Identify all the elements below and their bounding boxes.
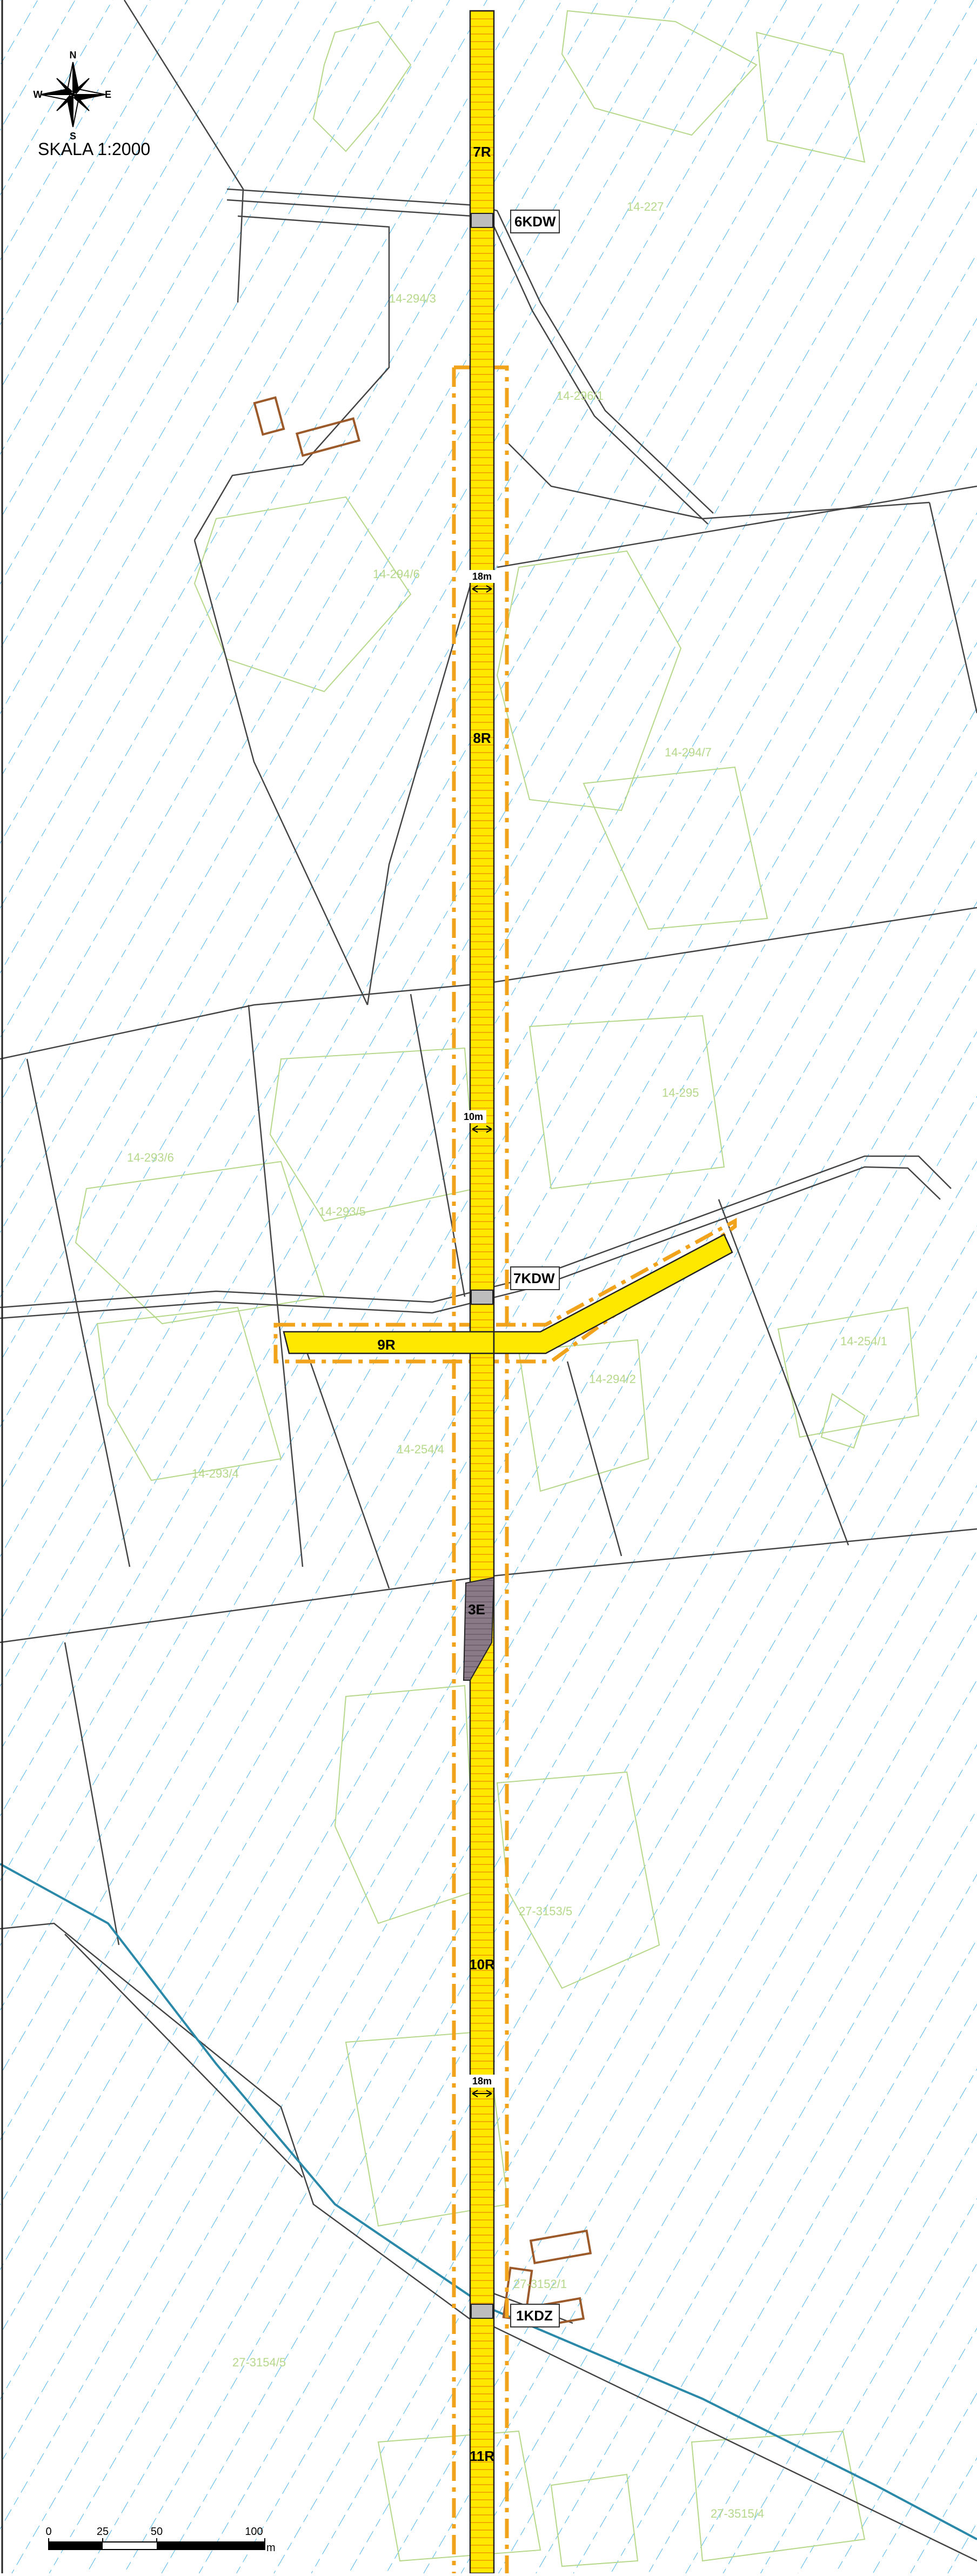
compass-rose: N S E W — [34, 50, 112, 142]
compass-e: E — [105, 89, 111, 100]
scalebar-tick: 25 — [97, 2526, 109, 2538]
dimension-18m-top: 18m — [472, 571, 492, 582]
compass-n: N — [70, 50, 77, 61]
parcel-number: 27-3154/5 — [232, 2356, 286, 2369]
parcel-numbers: 14-227 14-294/3 14-296/1 14-294/6 14-294… — [127, 200, 887, 2520]
parcel-boundaries-green — [75, 10, 920, 2567]
parcel-number: 14-293/5 — [319, 1205, 366, 1218]
parcel-number: 14-294/3 — [389, 292, 436, 305]
scale-label: SKALA 1:2000 — [38, 139, 150, 159]
parcel-number: 14-293/4 — [192, 1467, 239, 1480]
parcel-number: 14-295 — [662, 1086, 699, 1099]
parcel-number: 27-3152/1 — [513, 2277, 567, 2291]
label-7kdw: 7KDW — [513, 1270, 555, 1286]
dimension-18m-bottom: 18m — [472, 2076, 492, 2087]
compass-s: S — [70, 131, 76, 142]
parcel-number: 14-294/6 — [373, 567, 420, 581]
river — [0, 1863, 977, 2540]
zone-labels: 6KDW 7KDW 1KDZ 7R 8R 9R 3E 10R 11R — [377, 144, 560, 2464]
utility-zone-3e — [463, 1577, 495, 1681]
road-9r-branch — [493, 1233, 733, 1354]
compass-w: W — [34, 89, 43, 100]
parcel-number: 14-294/7 — [665, 746, 712, 759]
label-9r: 9R — [377, 1337, 395, 1353]
scale-bar: 0 25 50 100 m — [45, 2526, 275, 2554]
parcel-number: 14-296/1 — [557, 389, 604, 403]
scalebar-tick: 0 — [45, 2526, 51, 2538]
label-11r: 11R — [470, 2448, 494, 2464]
parcel-number: 14-294/2 — [589, 1372, 636, 1386]
dimensions — [472, 585, 492, 2097]
parcel-number: 14-227 — [627, 200, 664, 213]
parcel-number: 14-254/4 — [397, 1443, 444, 1456]
crossing-markers — [471, 213, 493, 2319]
scalebar-unit: m — [266, 2542, 276, 2554]
dimension-10m: 10m — [464, 1111, 483, 1122]
label-6kdw: 6KDW — [514, 213, 556, 230]
label-7r: 7R — [473, 144, 491, 160]
parcel-number: 27-3515/4 — [711, 2507, 764, 2520]
label-1kdz: 1KDZ — [516, 2307, 553, 2324]
scalebar-tick: 50 — [151, 2526, 163, 2538]
parcel-number: 14-293/6 — [127, 1151, 174, 1164]
compass-icon — [40, 62, 106, 128]
label-3e: 3E — [468, 1601, 485, 1618]
label-10r: 10R — [469, 1956, 495, 1973]
parcel-number: 27-3153/5 — [519, 1904, 572, 1918]
label-8r: 8R — [473, 730, 491, 746]
scalebar-tick: 100 — [245, 2526, 263, 2538]
parcel-number: 14-254/1 — [840, 1334, 887, 1348]
